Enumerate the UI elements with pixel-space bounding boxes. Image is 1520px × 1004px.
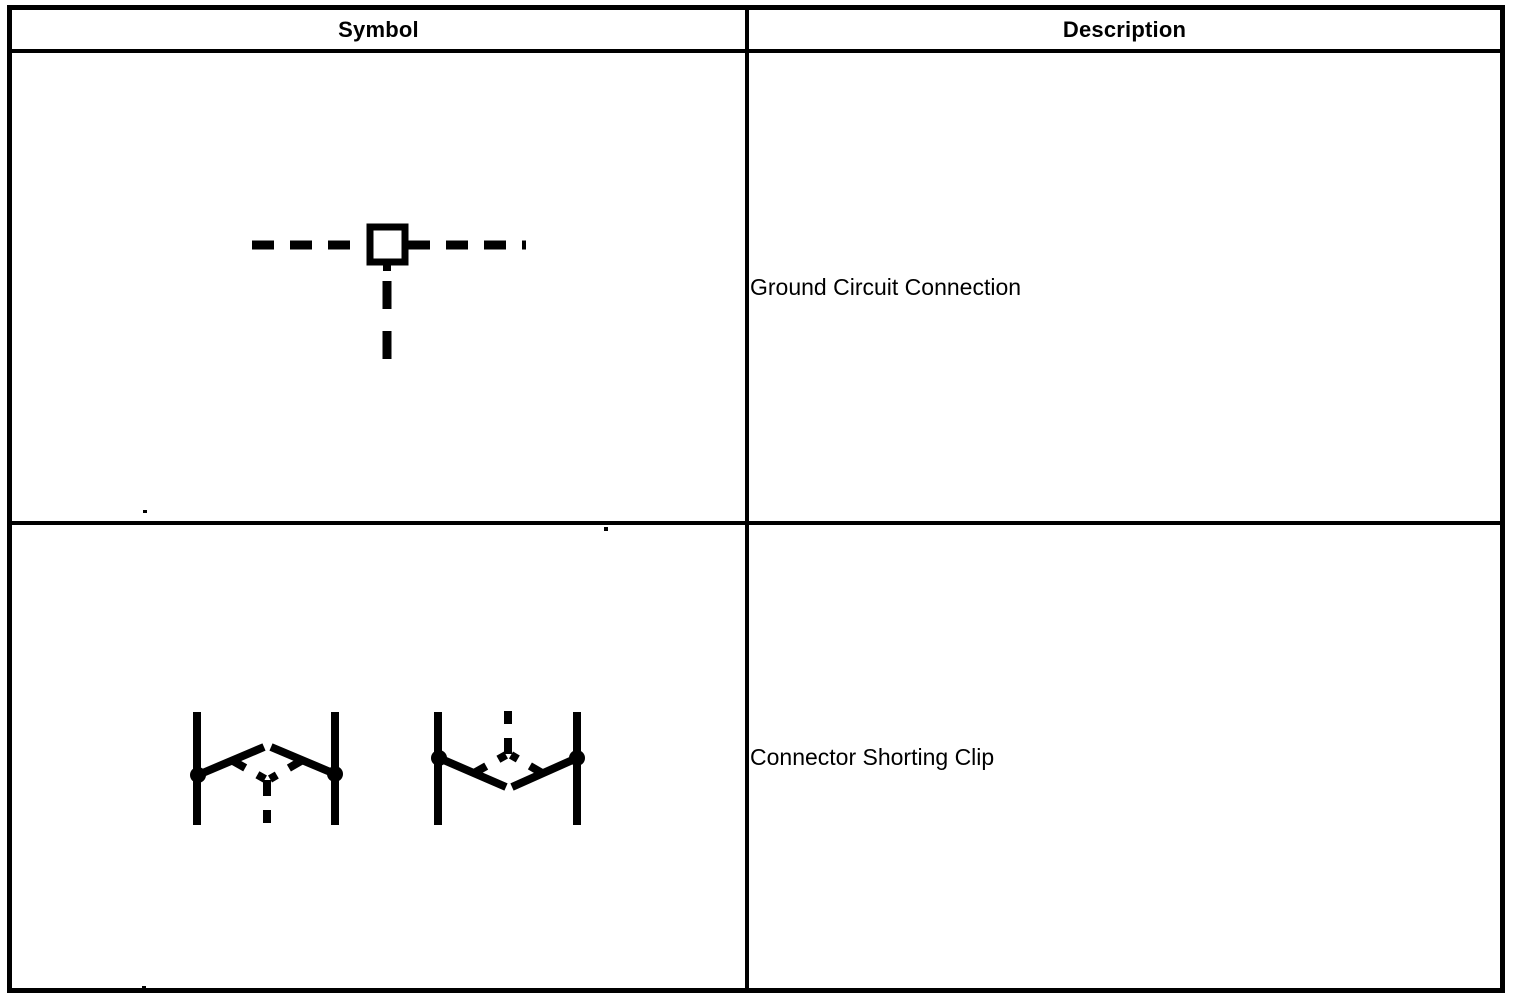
table-row	[12, 53, 745, 521]
description-text: Ground Circuit Connection	[750, 274, 1022, 300]
connector-shorting-clip-symbol	[190, 711, 585, 825]
table-header-row: Symbol Description	[12, 10, 1500, 53]
ground-circuit-connection-symbol	[252, 223, 526, 371]
shorting-clip-down-dash	[190, 712, 343, 825]
symbol-legend-table: Symbol Description Ground Circuit Connec…	[7, 5, 1505, 993]
column-divider	[745, 10, 749, 988]
table-row-description-cell: Ground Circuit Connection	[749, 53, 1500, 521]
scan-artifact	[604, 527, 608, 531]
solid-clip-leg-right	[510, 754, 579, 791]
solid-clip-leg-right	[269, 743, 337, 778]
solid-clip-leg-left	[437, 754, 508, 791]
square-ground-node	[366, 223, 409, 266]
shorting-clip-up-dash	[431, 711, 585, 825]
scan-artifact	[142, 986, 146, 990]
column-header-description: Description	[1062, 17, 1187, 42]
solid-clip-leg-left	[196, 743, 266, 779]
table-row	[12, 525, 745, 988]
dashed-branch-right	[267, 757, 304, 783]
row-divider	[12, 521, 1500, 525]
dashed-branch-right	[508, 751, 545, 777]
scan-artifact	[143, 510, 147, 513]
dashed-branch-left	[231, 757, 267, 783]
table-row-description-cell: Connector Shorting Clip	[749, 525, 1500, 988]
dashed-branch-left	[472, 751, 508, 777]
description-text: Connector Shorting Clip	[750, 743, 995, 770]
column-header-symbol: Symbol	[338, 17, 419, 42]
